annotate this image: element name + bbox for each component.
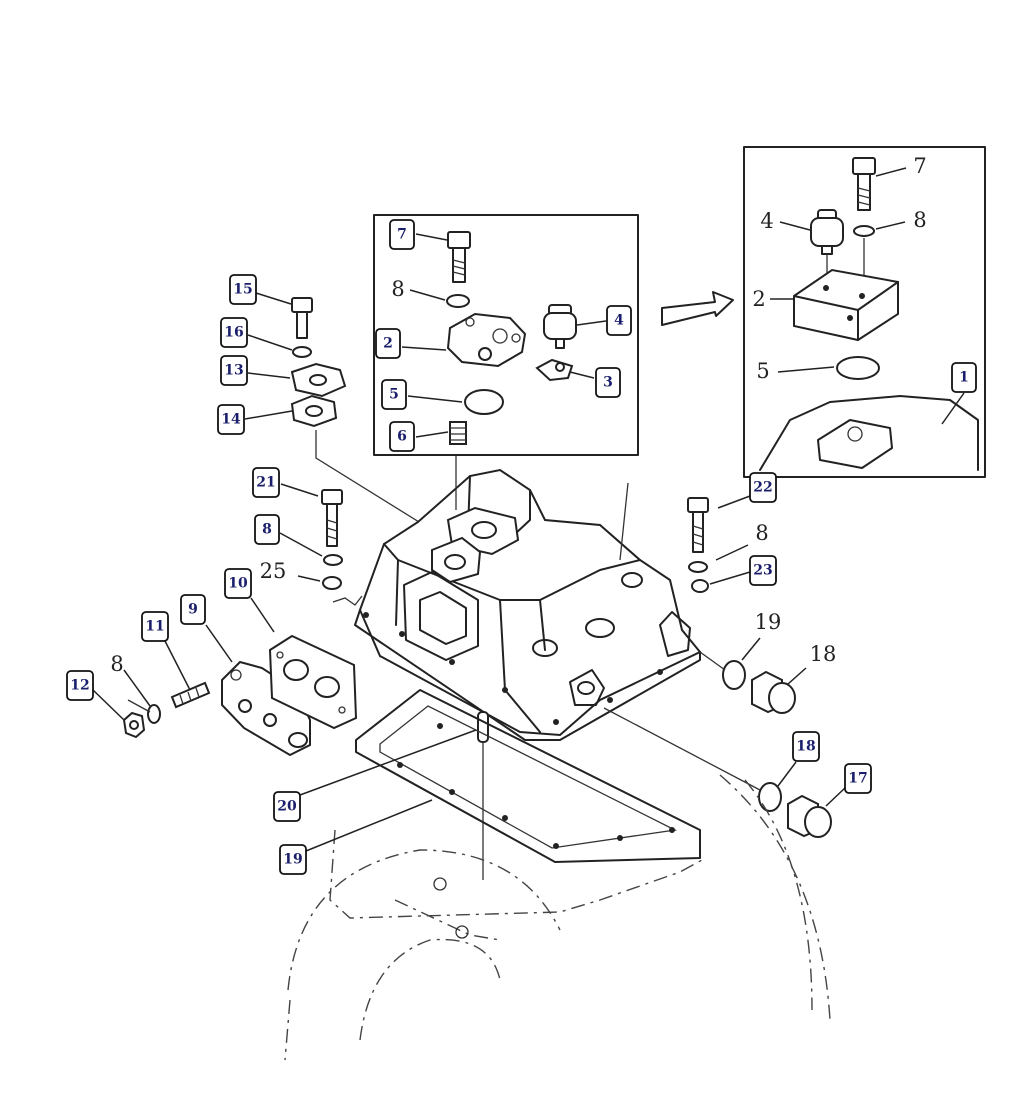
oring-part-5-inset-a [464, 389, 504, 415]
washer-part-8-right [688, 561, 708, 573]
callout-c11: 11 [141, 611, 169, 642]
callout-c8-left: 8 [254, 514, 280, 545]
callout-c19-lower: 19 [279, 844, 307, 875]
stud-part-11 [170, 681, 211, 709]
callout-c4-inset-a: 4 [606, 305, 632, 336]
washer-part-16 [292, 346, 312, 358]
callout-c22: 22 [749, 472, 777, 503]
svg-text:21: 21 [256, 475, 275, 491]
detail-inset-b [743, 146, 986, 478]
label-p8-inset-a: 8 [391, 277, 404, 301]
svg-text:15: 15 [233, 282, 252, 298]
bolt-part-21 [321, 489, 343, 547]
label-p25: 25 [260, 559, 287, 583]
washer-part-8-inset-a [446, 294, 470, 308]
bolt-part-15 [291, 297, 313, 339]
svg-text:14: 14 [221, 412, 241, 428]
svg-text:10: 10 [228, 576, 248, 592]
callout-c14: 14 [217, 404, 245, 435]
oring-part-5-inset-b [836, 356, 880, 380]
plug-part-6-inset-a [449, 421, 467, 445]
washer-part-8-left [323, 554, 343, 566]
valve-part-4-inset-a [543, 304, 577, 349]
svg-text:17: 17 [848, 771, 867, 787]
label-p8-right: 8 [755, 521, 768, 545]
callout-c21: 21 [252, 467, 280, 498]
callout-c3-inset-a: 3 [595, 367, 621, 398]
svg-text:2: 2 [383, 336, 393, 352]
svg-text:18: 18 [796, 739, 815, 755]
plate-part-2-inset-b [793, 268, 899, 342]
label-p19-upper: 19 [755, 610, 782, 634]
oring-part-18-lower [758, 782, 782, 812]
washer-part-8-inset-b [853, 225, 875, 237]
callout-c23: 23 [749, 555, 777, 586]
valve-part-4-inset-b [810, 209, 844, 255]
callout-c1-inset-b: 1 [951, 362, 977, 393]
callout-c15: 15 [229, 274, 257, 305]
callout-c12: 12 [66, 670, 94, 701]
bolt-part-7-inset-a [447, 231, 471, 283]
nut-part-12 [122, 711, 146, 739]
label-p5-inset-b: 5 [756, 359, 769, 383]
label-p18-upper: 18 [810, 642, 837, 666]
svg-text:19: 19 [283, 852, 302, 868]
cover-part-2-inset-a [446, 312, 527, 368]
background-machine-outline [284, 774, 831, 1061]
svg-text:13: 13 [224, 363, 243, 379]
housing-part-1-inset-b [759, 395, 979, 471]
bolt-part-22 [687, 497, 709, 553]
svg-text:5: 5 [389, 387, 399, 403]
svg-text:7: 7 [397, 227, 407, 243]
svg-text:1: 1 [959, 370, 969, 386]
svg-text:4: 4 [614, 313, 624, 329]
svg-text:22: 22 [753, 480, 772, 496]
svg-text:12: 12 [70, 678, 89, 694]
label-p8-lowerleft: 8 [110, 652, 123, 676]
callout-c9: 9 [180, 594, 206, 625]
callout-c2-inset-a: 2 [375, 328, 401, 359]
svg-text:16: 16 [224, 325, 243, 341]
svg-text:23: 23 [753, 563, 772, 579]
main-housing [354, 468, 702, 741]
plug-part-18-upper [751, 670, 796, 714]
washer-part-25 [322, 576, 342, 590]
callout-c20: 20 [273, 791, 301, 822]
label-p2-inset-b: 2 [752, 287, 765, 311]
callout-c5-inset-a: 5 [381, 379, 407, 410]
svg-text:8: 8 [262, 522, 272, 538]
svg-text:20: 20 [277, 799, 297, 815]
direction-arrow [661, 291, 734, 326]
callout-c7-inset-a: 7 [389, 219, 415, 250]
label-p4-inset-b: 4 [760, 209, 773, 233]
callout-c17: 17 [844, 763, 872, 794]
callout-c13: 13 [220, 355, 248, 386]
gasket-part-14 [290, 394, 338, 428]
label-p8-inset-b: 8 [913, 208, 926, 232]
pin-part-20 [477, 711, 489, 743]
callout-c18-lower: 18 [792, 731, 820, 762]
fitting-part-3-inset-a [535, 358, 574, 382]
callout-c10: 10 [224, 568, 252, 599]
oring-part-19-upper [722, 660, 746, 690]
svg-text:11: 11 [145, 619, 164, 635]
gasket-part-19-lower [355, 689, 701, 863]
nut-part-23 [691, 579, 709, 593]
bolt-part-7-inset-b [852, 157, 876, 211]
svg-text:9: 9 [188, 602, 198, 618]
svg-text:3: 3 [603, 375, 613, 391]
leader-lines [92, 167, 965, 852]
plug-part-17 [787, 794, 832, 838]
label-p7-inset-b: 7 [913, 154, 926, 178]
svg-text:6: 6 [397, 429, 407, 445]
callout-c16: 16 [220, 317, 248, 348]
washer-part-8-lowerleft [147, 704, 161, 724]
flange-part-13 [290, 362, 347, 398]
callout-c6-inset-a: 6 [389, 421, 415, 452]
detail-inset-a [373, 214, 639, 456]
gasket-part-10 [268, 634, 358, 730]
